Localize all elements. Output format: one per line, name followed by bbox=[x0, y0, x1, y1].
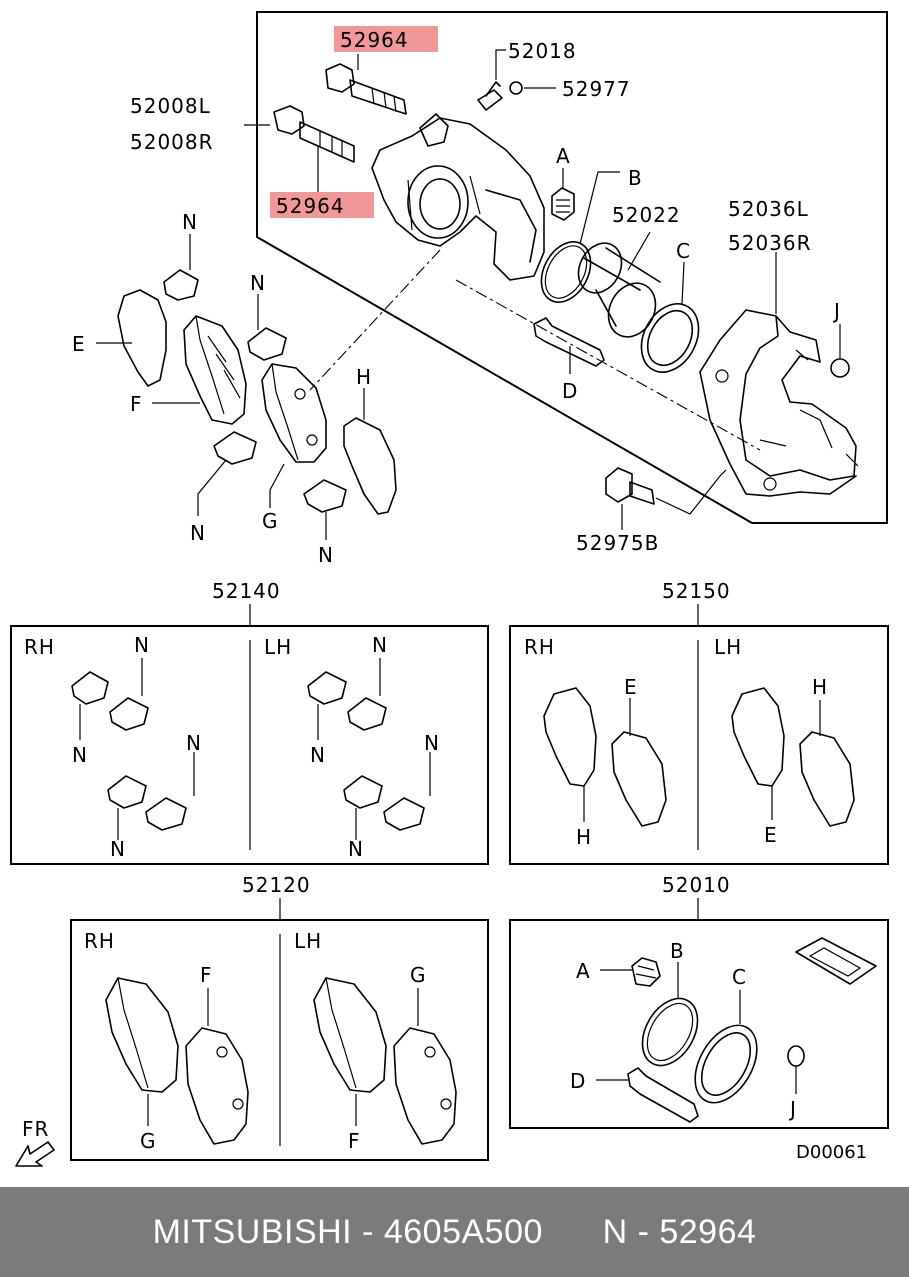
kit-52120: 52120 RH LH G F F G bbox=[70, 873, 489, 1161]
caliper-body bbox=[371, 113, 545, 281]
bleeder-screw bbox=[477, 81, 503, 111]
bracket-bolt bbox=[605, 467, 655, 505]
label-G-main: G bbox=[262, 509, 279, 533]
label-52975B: 52975B bbox=[576, 531, 659, 555]
label-52008R: 52008R bbox=[130, 130, 214, 154]
label-RH-52120: RH bbox=[84, 929, 115, 953]
label-N-main-3: N bbox=[190, 521, 206, 545]
label-B-main: B bbox=[628, 166, 643, 190]
label-F-lh: F bbox=[348, 1129, 361, 1153]
piston-seal-B bbox=[540, 241, 592, 303]
part-number: 4605A500 bbox=[383, 1212, 543, 1251]
label-D-kit: D bbox=[570, 1069, 586, 1093]
label-A-main: A bbox=[556, 144, 571, 168]
guide-pin-bolt-lower bbox=[273, 105, 355, 163]
label-N-lh-1: N bbox=[372, 633, 388, 657]
label-E-main: E bbox=[72, 332, 86, 356]
clip-N-4 bbox=[303, 479, 347, 513]
caliper-frame bbox=[256, 11, 888, 524]
part-info-bar: MITSUBISHI - 4605A500 N - 52964 bbox=[0, 1187, 909, 1277]
label-52964-bottom: 52964 bbox=[276, 194, 345, 218]
label-F-main: F bbox=[130, 392, 143, 416]
clip-N-2 bbox=[247, 327, 287, 361]
main-assembly: 52964 52964 52018 52977 52008L 52008R bbox=[72, 11, 888, 567]
label-N-rh-2: N bbox=[72, 743, 88, 767]
kit-52010-box bbox=[509, 919, 889, 1129]
label-G-rh: G bbox=[140, 1129, 157, 1153]
label-52036R: 52036R bbox=[728, 231, 812, 255]
label-F-rh: F bbox=[200, 963, 213, 987]
label-B-kit: B bbox=[670, 939, 685, 963]
label-N-rh-3: N bbox=[186, 731, 202, 755]
label-FR: FR bbox=[22, 1117, 49, 1141]
parts-diagram: 52964 52964 52018 52977 52008L 52008R bbox=[10, 11, 889, 1167]
label-N-rh-4: N bbox=[110, 837, 126, 861]
label-LH-52150: LH bbox=[714, 635, 742, 659]
label-N-main-1: N bbox=[182, 210, 198, 234]
pad-G bbox=[261, 363, 327, 463]
grease-packet bbox=[795, 937, 877, 985]
kit-52150-box bbox=[509, 625, 889, 865]
guide-pin-D bbox=[533, 317, 605, 367]
label-H-main: H bbox=[356, 365, 372, 389]
label-RH-52140: RH bbox=[24, 635, 55, 659]
kit-52010: 52010 A B C D J bbox=[509, 873, 889, 1129]
label-N-main-4: N bbox=[318, 543, 334, 567]
label-C-kit: C bbox=[732, 965, 747, 989]
pad-shim-H bbox=[343, 417, 397, 515]
front-indicator: FR bbox=[15, 1117, 55, 1167]
label-N-rh-1: N bbox=[134, 633, 150, 657]
label-C-main: C bbox=[676, 239, 691, 263]
label-52022: 52022 bbox=[612, 203, 681, 227]
brand-name: MITSUBISHI bbox=[152, 1212, 353, 1251]
guide-pin-bolt-upper bbox=[325, 63, 407, 115]
label-52036L: 52036L bbox=[728, 197, 809, 221]
label-52008L: 52008L bbox=[130, 94, 211, 118]
label-LH-52120: LH bbox=[294, 929, 322, 953]
highlight-52964-top bbox=[334, 26, 438, 52]
label-N-lh-2: N bbox=[310, 743, 326, 767]
support-bracket bbox=[699, 309, 859, 497]
label-RH-52150: RH bbox=[524, 635, 555, 659]
bleeder-cap bbox=[509, 81, 523, 95]
label-N-lh-3: N bbox=[424, 731, 440, 755]
kit-52120-box bbox=[70, 919, 489, 1161]
front-arrow-icon bbox=[15, 1141, 55, 1167]
position-note: N - 52964 bbox=[602, 1212, 757, 1251]
label-H-rh: H bbox=[576, 825, 592, 849]
label-D-main: D bbox=[562, 379, 578, 403]
label-52977: 52977 bbox=[562, 77, 631, 101]
kit-52150: 52150 RH LH H E E H bbox=[509, 579, 889, 865]
label-J-main: J bbox=[832, 299, 841, 323]
label-52150: 52150 bbox=[662, 579, 731, 603]
label-52964-top: 52964 bbox=[340, 28, 409, 52]
plug-J bbox=[830, 358, 850, 378]
pad-F bbox=[183, 315, 247, 425]
label-LH-52140: LH bbox=[264, 635, 292, 659]
pad-shim-E bbox=[117, 289, 167, 387]
label-52140: 52140 bbox=[212, 579, 281, 603]
diagram-code: D00061 bbox=[796, 1142, 867, 1163]
label-N-main-2: N bbox=[250, 271, 266, 295]
boot-A bbox=[551, 187, 575, 221]
label-J-kit: J bbox=[788, 1097, 797, 1121]
piston bbox=[577, 242, 661, 338]
label-E-rh: E bbox=[624, 675, 638, 699]
highlight-52964-bottom bbox=[270, 192, 374, 218]
label-52018: 52018 bbox=[508, 39, 577, 63]
label-N-lh-4: N bbox=[348, 837, 364, 861]
label-52120: 52120 bbox=[242, 873, 311, 897]
spacer bbox=[543, 1213, 603, 1252]
label-E-lh: E bbox=[764, 823, 778, 847]
label-G-lh: G bbox=[410, 963, 427, 987]
clip-N-3 bbox=[213, 431, 257, 465]
kit-52140: 52140 RH LH N N N N N N N N bbox=[10, 579, 489, 865]
kit-52140-box bbox=[10, 625, 489, 865]
dust-boot-C bbox=[640, 303, 700, 373]
clip-N-1 bbox=[163, 269, 199, 301]
label-52010: 52010 bbox=[662, 873, 731, 897]
separator: - bbox=[352, 1212, 384, 1251]
label-A-kit: A bbox=[576, 959, 591, 983]
label-H-lh: H bbox=[812, 675, 828, 699]
